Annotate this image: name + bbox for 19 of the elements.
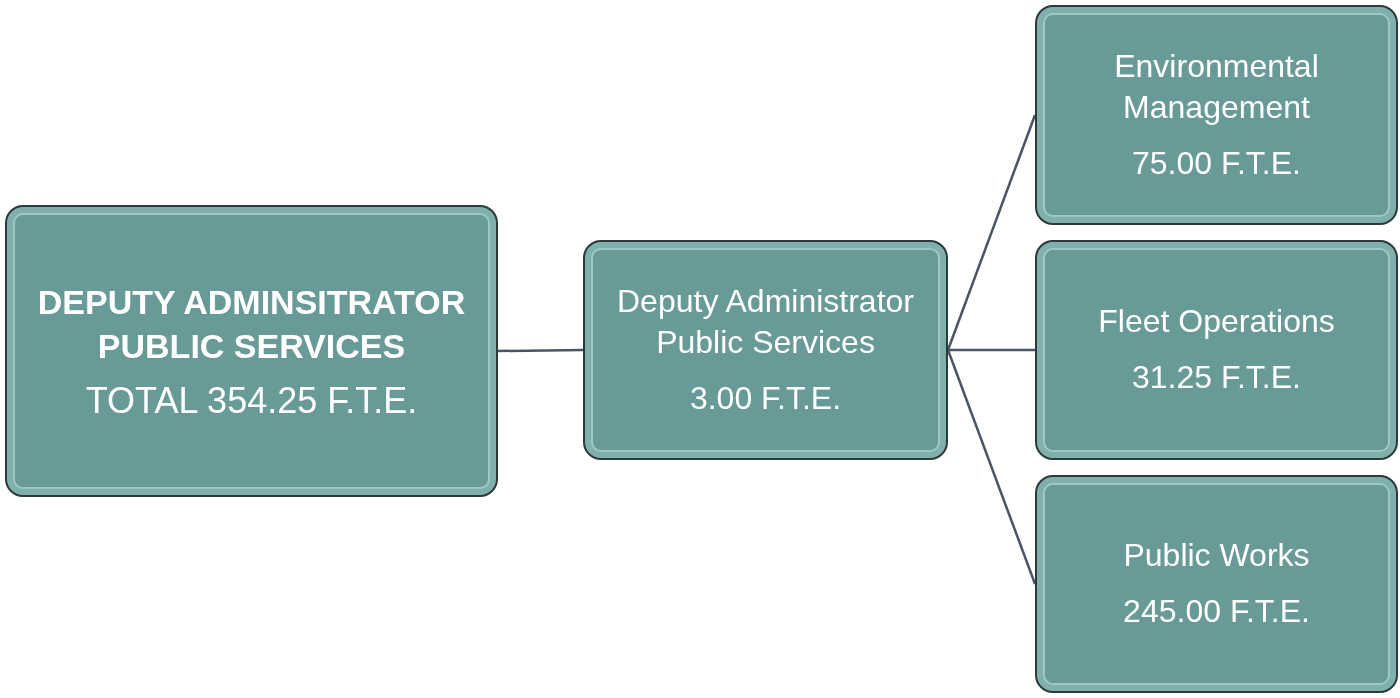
unit-title: Environmental Management — [1113, 46, 1320, 128]
org-box — [1035, 240, 1398, 460]
fte-count: 75.00 F.T.E. — [1132, 143, 1301, 183]
org-box — [1035, 5, 1398, 225]
connector-line — [946, 349, 1037, 585]
unit-title: Public Works — [1123, 536, 1310, 576]
fte-count: 245.00 F.T.E. — [1123, 592, 1310, 631]
unit-title: DEPUTY ADMINSITRATOR PUBLIC SERVICES — [36, 282, 467, 368]
unit-title: Fleet Operations — [1098, 302, 1335, 342]
connector-line — [946, 114, 1037, 351]
fte-count: 31.25 F.T.E. — [1132, 358, 1301, 397]
connector-line — [498, 348, 583, 353]
fte-count: 3.00 F.T.E. — [689, 378, 842, 418]
org-box — [5, 205, 498, 497]
connector-line — [948, 348, 1035, 352]
unit-title: Deputy Administrator Public Services — [616, 281, 915, 363]
org-box — [583, 240, 948, 460]
org-box — [1035, 475, 1398, 693]
fte-count: TOTAL 354.25 F.T.E. — [85, 378, 418, 422]
